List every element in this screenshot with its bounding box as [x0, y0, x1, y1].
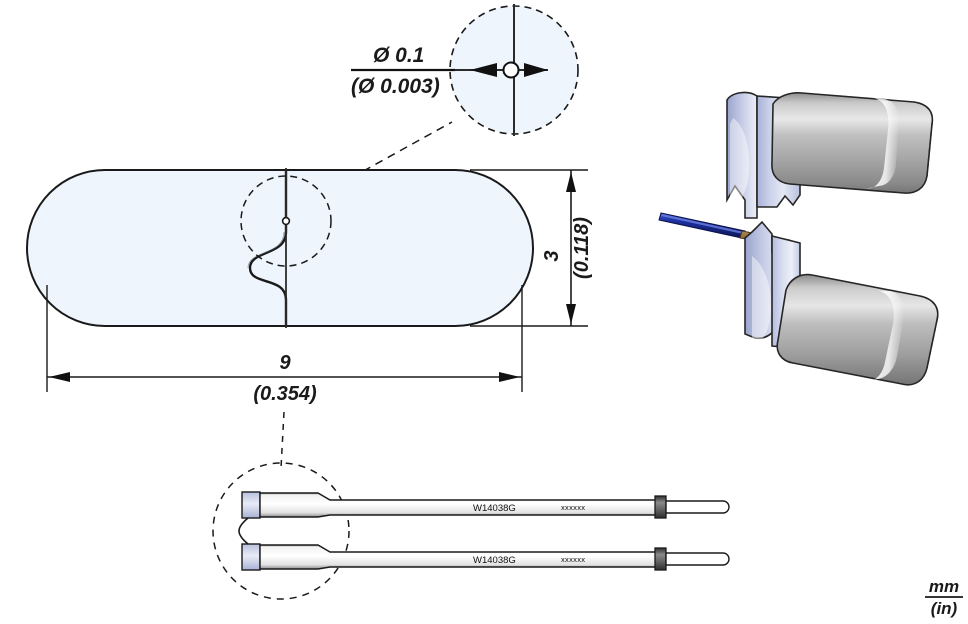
- height-arrow-bottom: [566, 304, 576, 324]
- units-in: (in): [931, 599, 958, 618]
- blade-upper-tip: [241, 491, 261, 519]
- detail-indicator-circle: [240, 175, 332, 267]
- blade-upper-shank: [259, 492, 661, 518]
- blade-upper-part-number: W14038G: [473, 503, 516, 514]
- main-section-view: [26, 168, 534, 328]
- tip-upper-cylinder: [771, 92, 934, 194]
- section-outline: [26, 169, 534, 327]
- blade-upper-ferrule: [654, 495, 667, 519]
- tip-upper-highlight: [730, 118, 750, 208]
- hole-in-section: [281, 216, 291, 226]
- tip-lower-ring-highlight: [863, 291, 905, 382]
- tip-upper-side-face: [726, 91, 758, 219]
- blade-detail-circle: [212, 462, 350, 600]
- tip-upper-end-hidden: [913, 101, 934, 125]
- tip-lower: [744, 220, 939, 386]
- length-arrow-left: [49, 372, 70, 382]
- tip-upper-ring-highlight: [864, 98, 900, 190]
- hole-circle: [502, 61, 520, 79]
- blade-assembly-view: W14038G xxxxxx W14038G xxxxxx: [212, 462, 730, 600]
- blade-lower-pin: [665, 552, 730, 566]
- detail-arrow-right: [524, 63, 548, 77]
- blade-lower-ferrule: [654, 547, 667, 571]
- tip-lower-highlight: [752, 256, 772, 344]
- tip-lower-end-hidden: [919, 295, 939, 321]
- blade-lower-shank: [259, 544, 661, 570]
- tip-lower-end-hidden-2: [926, 319, 938, 369]
- blade-upper-marking: xxxxxx: [561, 503, 585, 512]
- blade-upper: W14038G xxxxxx: [241, 491, 730, 519]
- blade-upper-pin: [665, 500, 730, 514]
- dimension-length: 9 (0.354): [46, 285, 523, 405]
- blade-hinge-curve: [238, 517, 249, 545]
- tolerance-value-mm: Ø 0.1: [373, 44, 424, 67]
- length-value-mm: 9: [279, 352, 291, 374]
- dimension-height: 3 (0.118): [470, 169, 593, 327]
- height-arrow-top: [566, 172, 576, 192]
- length-value-in: (0.354): [253, 383, 317, 405]
- blade-lower: W14038G xxxxxx: [241, 543, 730, 571]
- blade-lower-marking: xxxxxx: [561, 555, 585, 564]
- blade-lower-part-number: W14038G: [473, 555, 516, 566]
- tip-lower-cylinder: [776, 273, 939, 386]
- tolerance-callout: Ø 0.1 (Ø 0.003): [351, 44, 455, 98]
- tip-upper-end-hidden-2: [926, 123, 933, 177]
- isometric-render: [658, 91, 939, 386]
- tolerance-value-in: (Ø 0.003): [351, 75, 440, 98]
- units-mm: mm: [929, 577, 959, 596]
- notch-secondary-edge: [247, 231, 285, 269]
- wire-highlight: [661, 214, 744, 234]
- height-value-in: (0.118): [571, 217, 593, 279]
- length-arrow-right: [499, 372, 520, 382]
- units-note: mm (in): [925, 577, 963, 618]
- blade-lower-tip: [241, 543, 261, 571]
- bottom-detail-leader: [280, 411, 285, 469]
- detail-view-magnified: [356, 4, 579, 136]
- tip-upper: [726, 91, 934, 219]
- notch-profile: [248, 170, 288, 326]
- detail-arrow-left: [470, 63, 497, 77]
- height-value-mm: 3: [541, 250, 563, 261]
